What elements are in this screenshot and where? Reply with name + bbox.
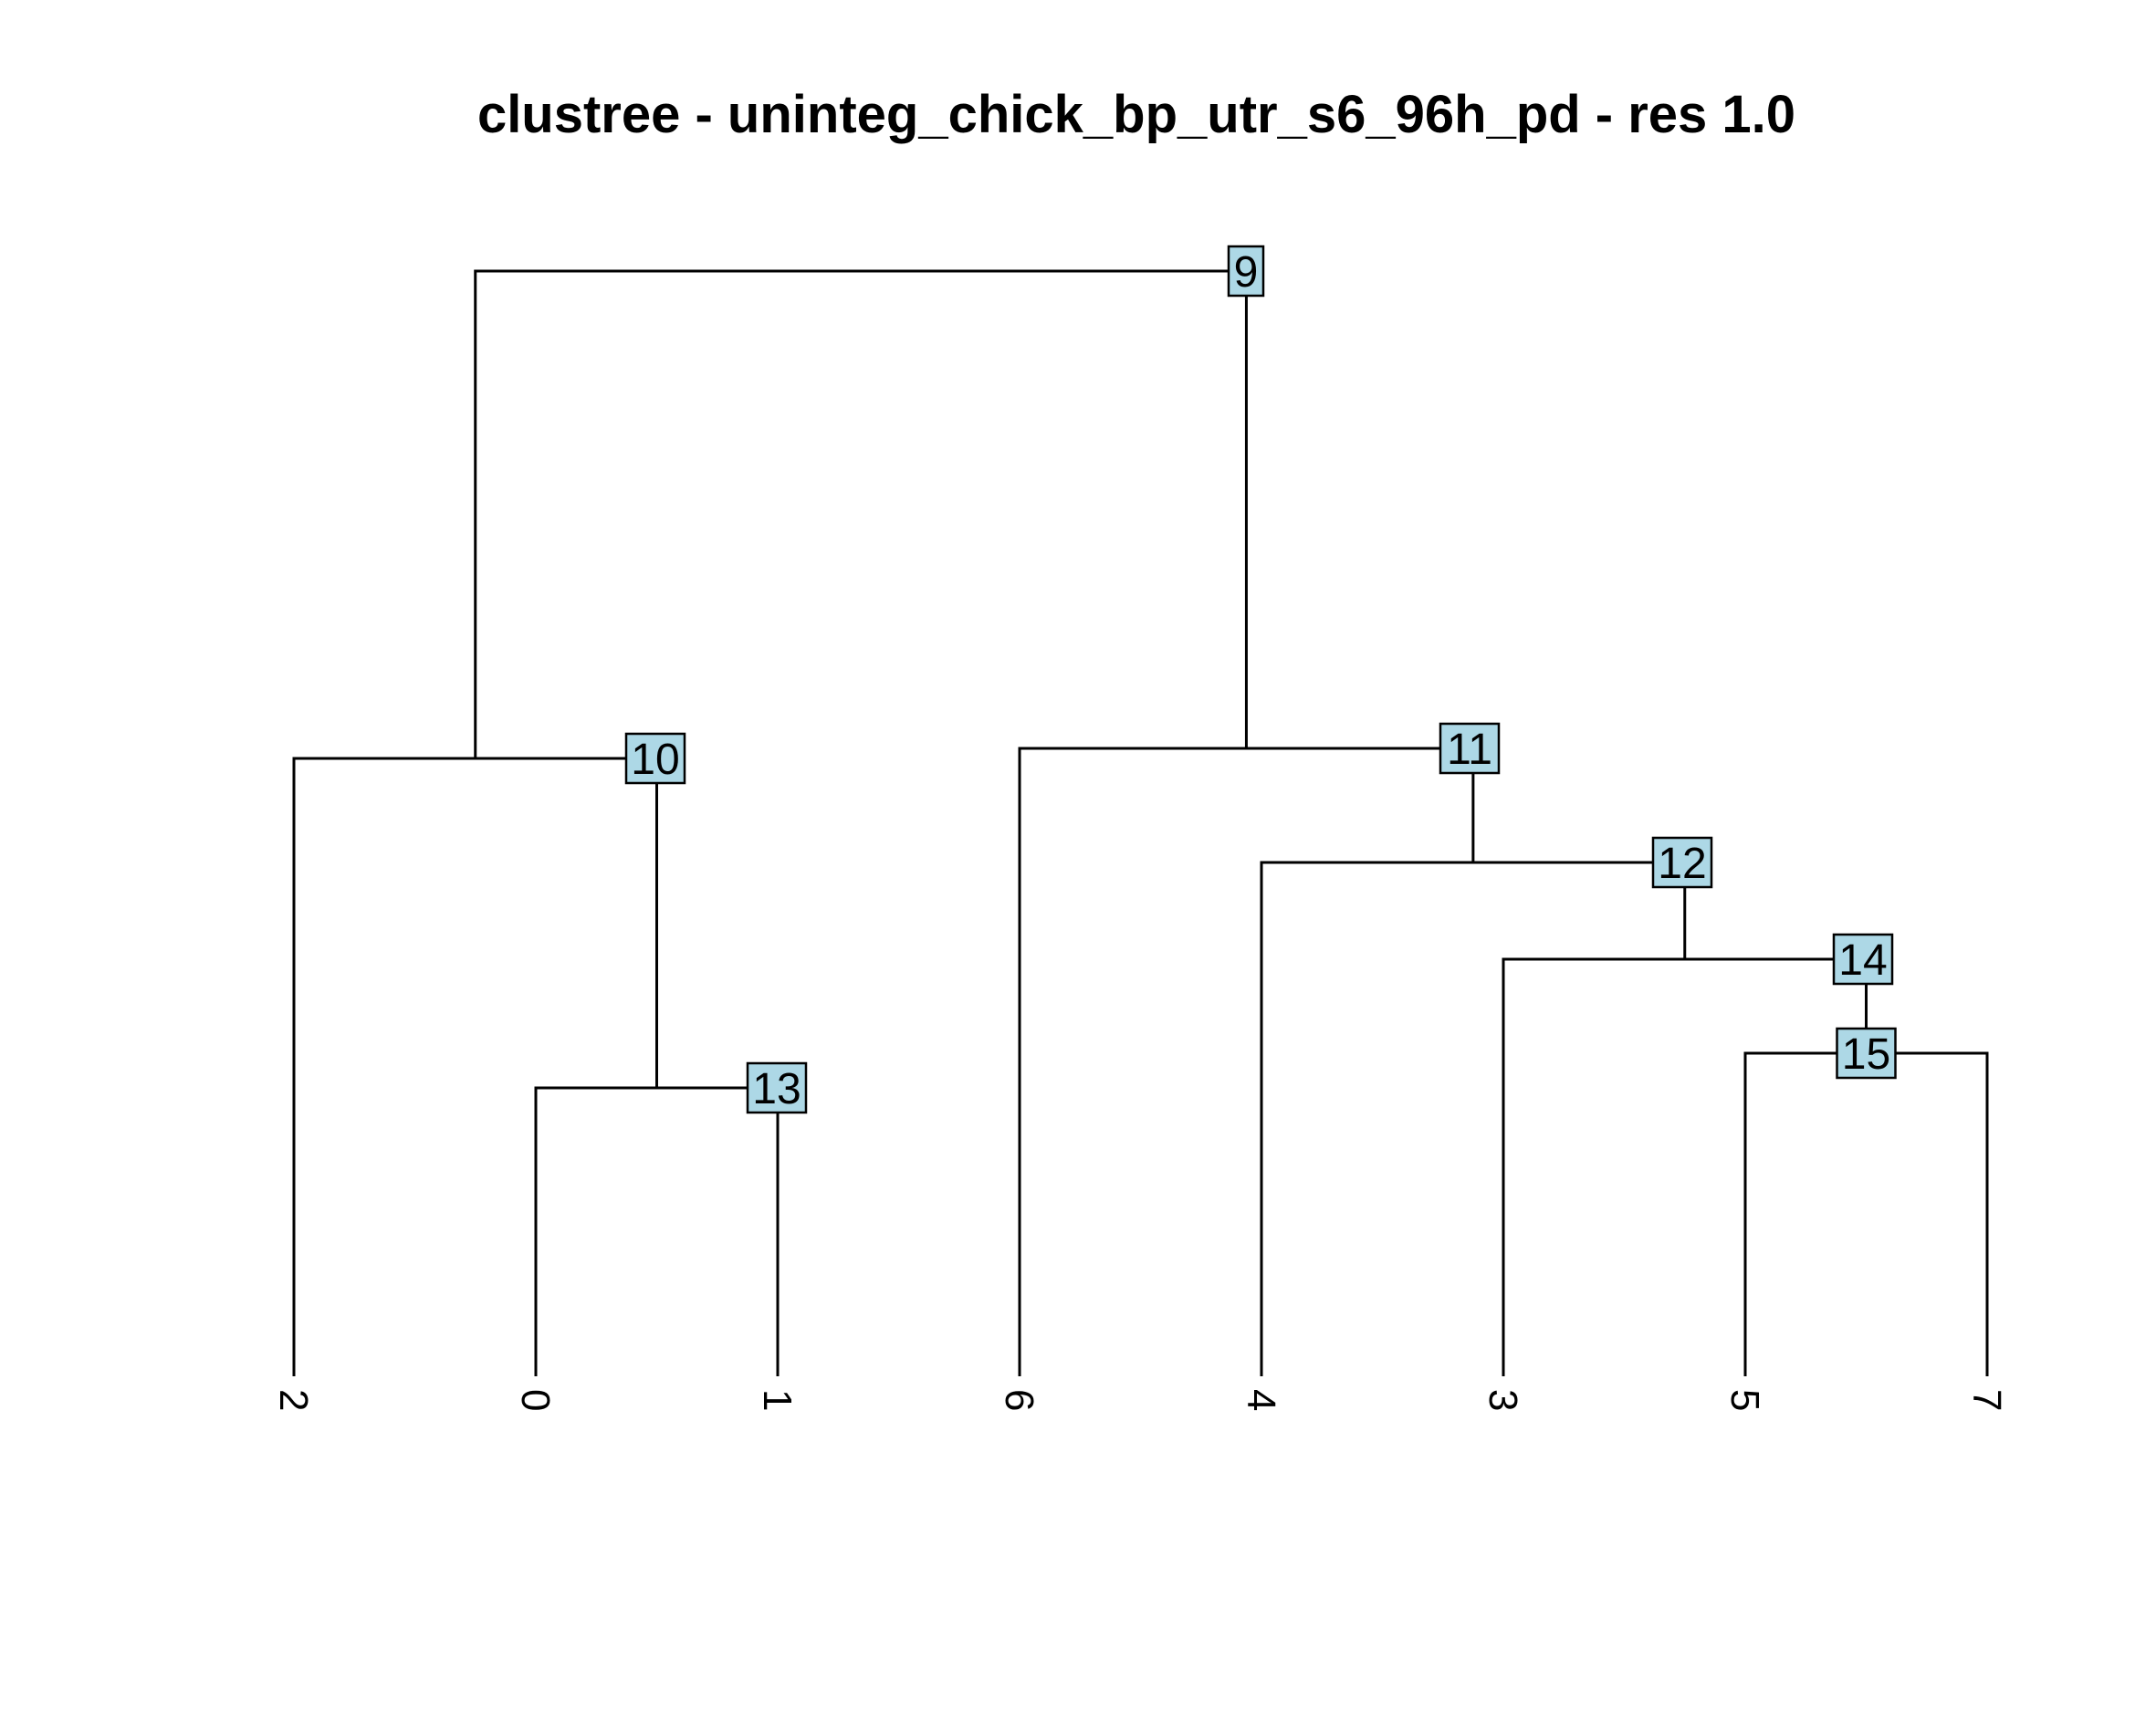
node-label-9: 9 [1234,248,1259,297]
branch-15 [1743,1051,1989,1376]
tree-nodes: 9 10 11 12 13 14 15 [624,245,1897,1114]
branch-11 [1018,747,1475,1376]
node-label-13: 13 [752,1065,801,1113]
node-box-13 [746,1061,808,1114]
leaf-label-0: 0 [513,1389,558,1411]
node-box-11 [1439,722,1501,775]
node-label-14: 14 [1838,936,1887,985]
branch-14 [1502,957,1868,1376]
node-14: 14 [1832,933,1894,986]
node-15: 15 [1836,1027,1897,1080]
node-box-14 [1832,933,1894,986]
node-label-12: 12 [1658,840,1706,888]
node-box-15 [1836,1027,1897,1080]
leaf-label-3: 3 [1481,1389,1525,1411]
leaf-label-5: 5 [1722,1389,1767,1411]
plot-title: clustree - uninteg_chick_bp_utr_s6_96h_p… [477,85,1795,144]
branch-10 [292,757,658,1376]
node-box-9 [1227,245,1265,298]
leaf-label-1: 1 [755,1389,800,1411]
node-label-15: 15 [1842,1030,1890,1079]
leaf-label-6: 6 [997,1389,1041,1411]
tree-edges [292,269,1989,1376]
node-12: 12 [1651,836,1713,889]
leaf-label-4: 4 [1239,1389,1283,1411]
node-10: 10 [624,732,686,785]
branch-9 [474,269,1248,758]
branch-13 [534,1086,780,1376]
node-9: 9 [1227,245,1265,298]
node-box-12 [1651,836,1713,889]
node-13: 13 [746,1061,808,1114]
leaf-label-2: 2 [271,1389,316,1411]
node-label-11: 11 [1447,726,1492,774]
leaf-label-7: 7 [1964,1389,2009,1411]
leaf-labels: 2 0 1 6 4 3 5 7 [271,1389,2009,1411]
node-11: 11 [1439,722,1501,775]
node-label-10: 10 [631,736,679,784]
node-box-10 [624,732,686,785]
branch-12 [1260,861,1687,1376]
